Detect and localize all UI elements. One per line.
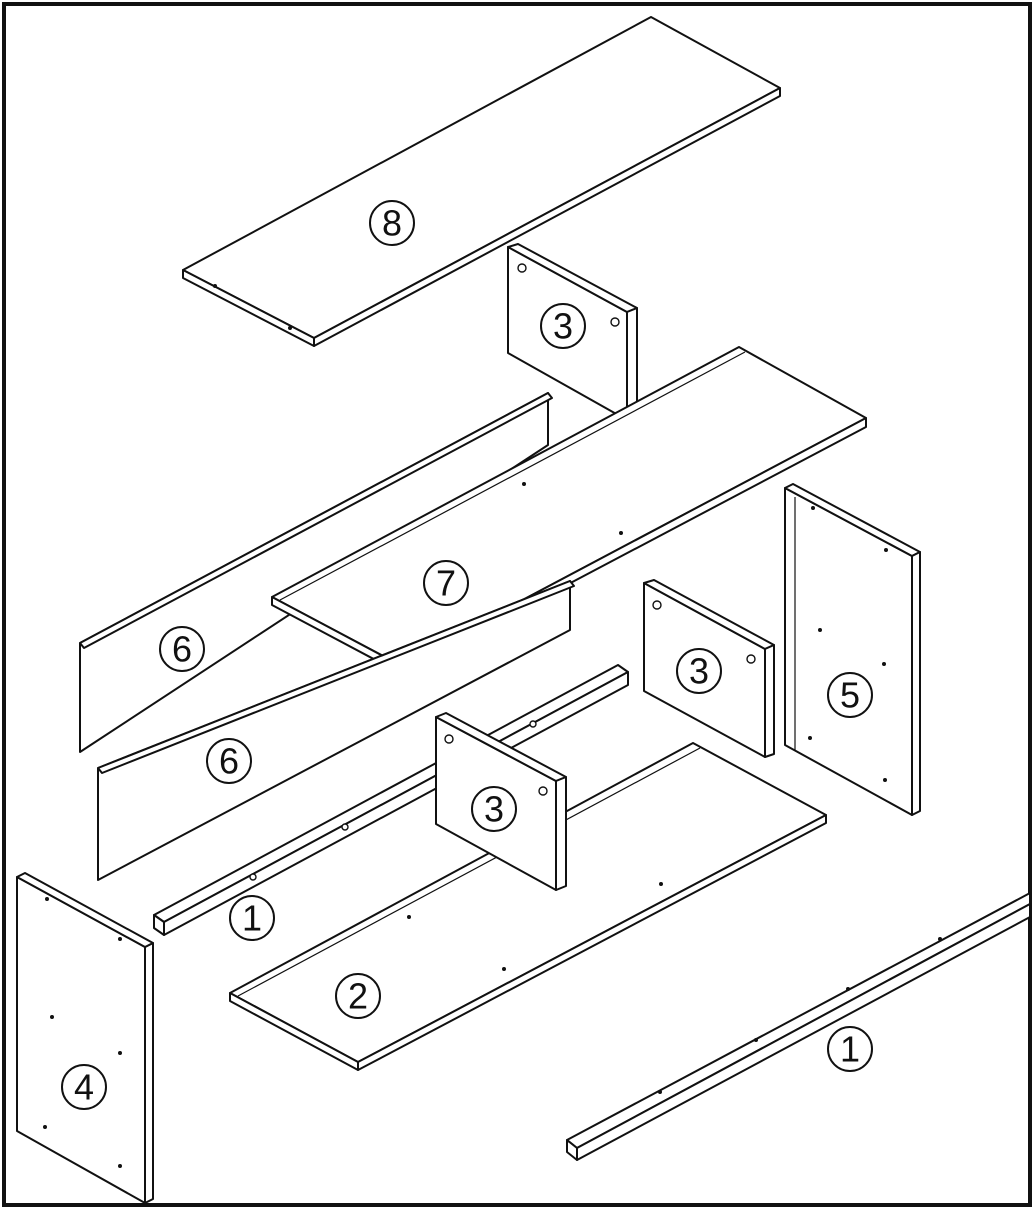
svg-text:6: 6 — [172, 629, 192, 670]
part-label-6-lower: 6 — [206, 738, 252, 784]
part-label-1-lower: 1 — [827, 1026, 873, 1072]
part-4-side-panel-left — [16, 872, 154, 1204]
part-6-back-panel-lower — [97, 580, 575, 881]
part-label-4: 4 — [61, 1064, 107, 1110]
part-label-5: 5 — [827, 672, 873, 718]
part-label-3-front: 3 — [471, 786, 517, 832]
part-2-bottom-board — [229, 742, 827, 1071]
svg-text:8: 8 — [382, 203, 402, 244]
svg-text:6: 6 — [219, 741, 239, 782]
svg-text:5: 5 — [840, 675, 860, 716]
part-label-7: 7 — [423, 560, 469, 606]
part-8-top-board — [182, 16, 781, 347]
svg-text:3: 3 — [689, 651, 709, 692]
part-label-6-upper: 6 — [159, 626, 205, 672]
svg-text:7: 7 — [436, 563, 456, 604]
svg-text:3: 3 — [553, 306, 573, 347]
svg-text:2: 2 — [348, 976, 368, 1017]
part-label-3-right: 3 — [676, 648, 722, 694]
svg-text:3: 3 — [484, 789, 504, 830]
part-label-2: 2 — [335, 973, 381, 1019]
part-label-8: 8 — [369, 200, 415, 246]
part-1-rail-lower — [566, 892, 1031, 1161]
svg-text:1: 1 — [242, 898, 262, 939]
svg-text:1: 1 — [840, 1029, 860, 1070]
part-label-1-upper: 1 — [229, 895, 275, 941]
part-5-side-panel-right — [784, 483, 921, 816]
part-label-3-upper: 3 — [540, 303, 586, 349]
svg-text:4: 4 — [74, 1067, 94, 1108]
